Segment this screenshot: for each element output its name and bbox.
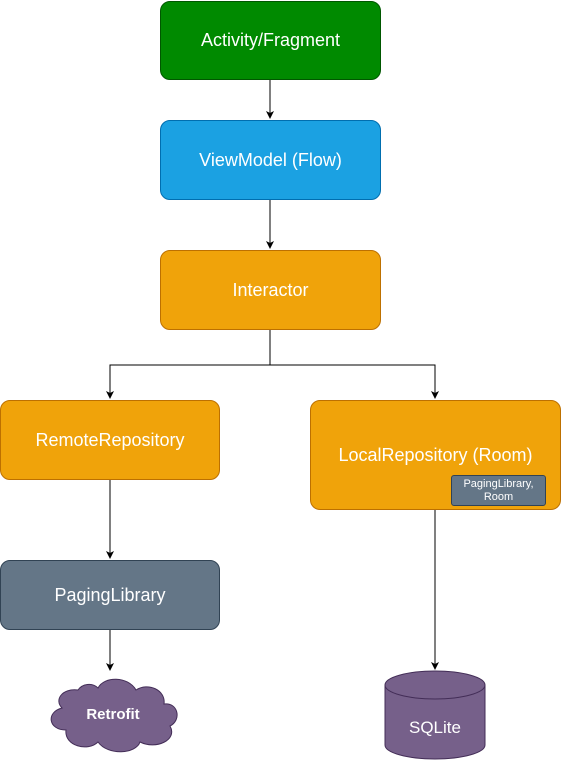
remote-repository-node: RemoteRepository: [0, 400, 220, 480]
sqlite-cylinder-top: [384, 670, 486, 700]
viewmodel-node: ViewModel (Flow): [160, 120, 381, 200]
sqlite-label: SQLite: [409, 718, 461, 737]
paging-library-label: PagingLibrary: [54, 584, 166, 605]
viewmodel-label: ViewModel (Flow): [199, 149, 342, 170]
retrofit-label: Retrofit: [86, 706, 140, 723]
local-repository-node: LocalRepository (Room) PagingLibrary, Ro…: [310, 400, 561, 510]
interactor-node: Interactor: [160, 250, 381, 330]
local-repository-badge: PagingLibrary, Room: [451, 475, 546, 506]
local-repository-badge-label: PagingLibrary, Room: [463, 477, 534, 503]
retrofit-cloud-shape: [50, 678, 178, 753]
paging-library-node: PagingLibrary: [0, 560, 220, 630]
local-repository-label: LocalRepository (Room): [338, 445, 533, 465]
edge-interactor-to-remote: [106, 330, 271, 399]
sqlite-cylinder-shape: [384, 684, 486, 760]
edge-interactor-to-local: [270, 364, 439, 399]
activity-fragment-label: Activity/Fragment: [200, 30, 341, 50]
interactor-label: Interactor: [232, 279, 309, 300]
remote-repository-label: RemoteRepository: [35, 429, 185, 450]
activity-fragment-node: Activity/Fragment: [160, 1, 381, 80]
